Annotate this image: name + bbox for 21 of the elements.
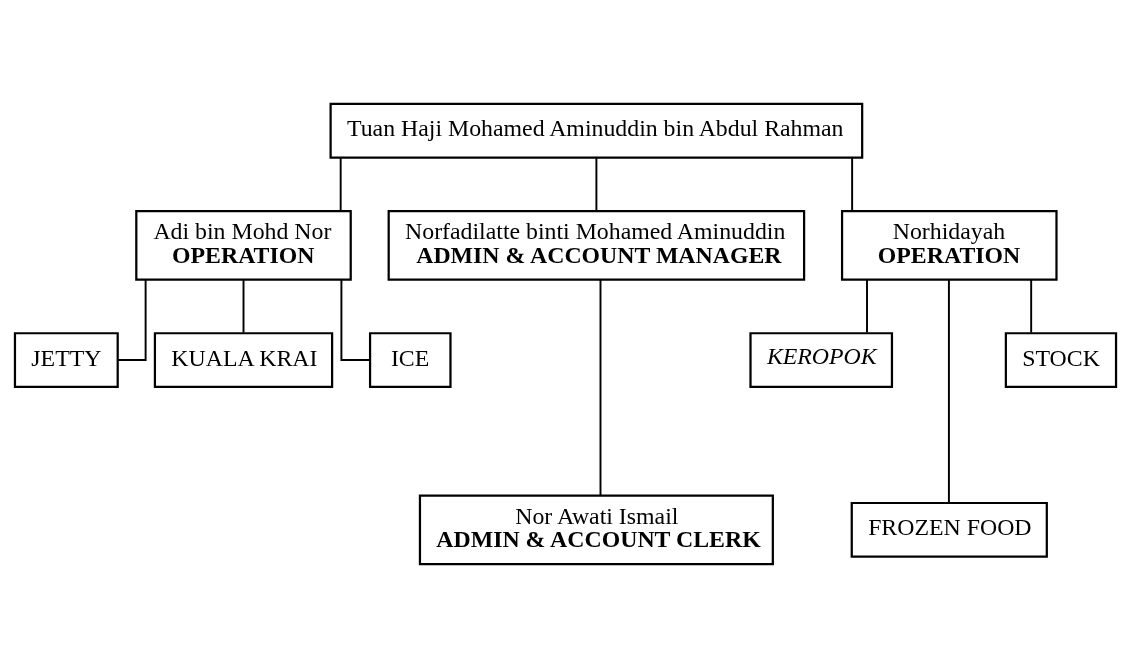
node-box: Tuan Haji Mohamed Aminuddin bin Abdul Rahman xyxy=(329,102,864,159)
connector xyxy=(595,156,598,212)
connector xyxy=(242,278,245,334)
connector xyxy=(116,278,147,362)
node-box: Norfadilatte binti Mohamed Aminuddin ADMIN & ACCOUNT MANAGER xyxy=(387,210,806,281)
node-box: Adi bin Mohd Nor OPERATION xyxy=(135,210,352,281)
connector xyxy=(866,278,868,334)
connector xyxy=(339,156,342,212)
node-box: Norhidayah OPERATION xyxy=(840,210,1058,281)
connector xyxy=(1030,278,1033,334)
node-box: KUALA KRAI xyxy=(153,332,334,388)
node-box: ICE xyxy=(368,332,452,388)
connector xyxy=(947,278,950,504)
connector xyxy=(851,156,854,212)
node-box: FROZEN FOOD xyxy=(850,501,1048,558)
connector xyxy=(599,278,602,497)
node-box: STOCK xyxy=(1004,332,1118,388)
connector xyxy=(340,278,371,362)
node-box: Nor Awati Ismail ADMIN & ACCOUNT CLERK xyxy=(418,494,774,566)
node-box: KEROPOK xyxy=(749,332,894,388)
node-box: JETTY xyxy=(13,332,119,388)
